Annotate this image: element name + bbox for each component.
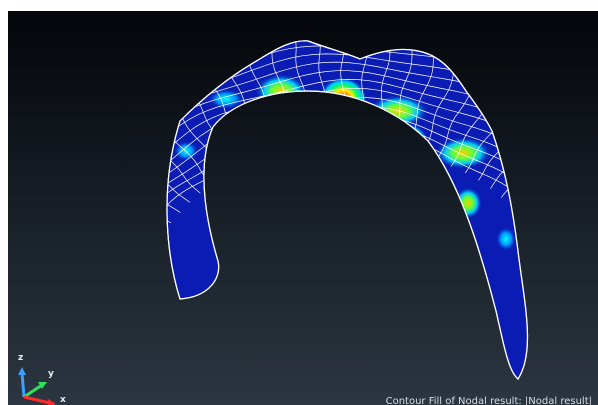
mesh-line	[166, 104, 201, 194]
x-axis-label: x	[60, 395, 66, 405]
z-axis-label: z	[18, 353, 24, 363]
mesh-line	[49, 170, 162, 234]
ring-outline	[166, 40, 529, 380]
graphics-viewport[interactable]: z y x Contour Fill of Nodal result: |Nod…	[8, 11, 598, 405]
contour-legend-text: Contour Fill of Nodal result: |Nodal res…	[385, 396, 592, 405]
mesh-line	[166, 151, 172, 224]
mesh-line	[25, 209, 145, 259]
mesh-line	[554, 219, 598, 265]
mesh-line	[166, 53, 528, 379]
z-axis-arrow	[20, 372, 26, 398]
mesh-line	[166, 61, 528, 379]
mesh-line	[566, 260, 598, 291]
mesh-line	[570, 358, 598, 368]
mesh-line	[547, 199, 598, 252]
mesh-line	[166, 79, 528, 379]
y-axis-label: y	[48, 369, 54, 379]
mesh-line	[510, 126, 528, 208]
mesh-line	[166, 135, 181, 213]
mesh-line	[8, 249, 132, 283]
mesh-line	[166, 97, 528, 379]
mesh-line	[8, 314, 124, 324]
mesh-line	[561, 239, 598, 277]
x-axis-arrow	[23, 395, 51, 405]
mesh-line	[530, 161, 598, 229]
mesh-line	[166, 45, 528, 379]
mesh-line	[570, 281, 598, 303]
mesh-line	[166, 87, 528, 379]
mesh-line	[500, 111, 528, 198]
mesh-line	[8, 292, 125, 310]
mesh-line	[572, 325, 598, 331]
mesh-line	[567, 372, 598, 390]
mesh-line	[14, 229, 138, 271]
deformed-ring-model[interactable]	[8, 11, 598, 405]
mesh-line	[37, 189, 154, 246]
mesh-line	[571, 344, 598, 346]
y-axis-arrow	[23, 383, 43, 399]
mesh-line	[572, 303, 598, 317]
mesh-line	[8, 271, 128, 297]
mesh-line	[490, 97, 528, 189]
axis-triad-icon: z y x	[10, 351, 70, 405]
mesh-line	[538, 180, 598, 241]
mesh-line	[166, 70, 528, 379]
mesh-line	[520, 143, 528, 218]
mesh-line	[166, 119, 191, 203]
